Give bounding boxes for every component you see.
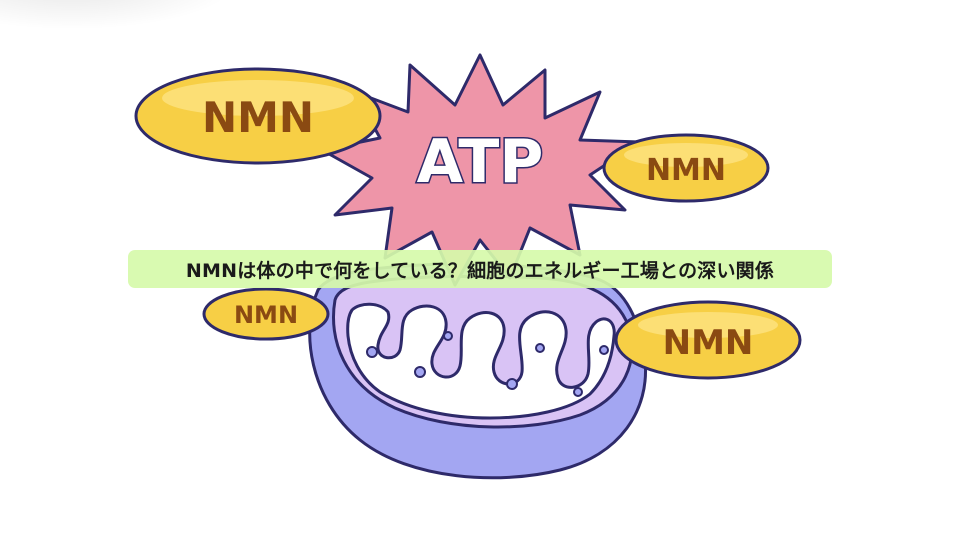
nmn-capsule-top-left: NMN [134, 67, 382, 165]
capsule-label: NMN [646, 153, 726, 188]
capsule-highlight [162, 80, 354, 116]
cristae [346, 302, 616, 420]
nmn-capsule-left: NMN [202, 287, 330, 341]
matrix-granules [366, 331, 609, 397]
title-banner: NMNは体の中で何をしている？細胞のエネルギー工場との深い関係 [128, 250, 832, 288]
corner-shadow [0, 0, 240, 30]
capsule-label: NMN [663, 323, 754, 363]
atp-label: ATP [417, 127, 544, 197]
nmn-capsule-bottom-right: NMN [614, 300, 802, 380]
capsule-label: NMN [234, 301, 298, 329]
mitochondria [308, 262, 648, 480]
capsule-label: NMN [202, 93, 314, 142]
capsule-body [202, 287, 330, 341]
capsule-highlight [624, 143, 748, 167]
nmn-capsule-top-right: NMN [602, 133, 770, 203]
atp-starburst: ATP [320, 53, 642, 287]
capsule-highlight [638, 312, 778, 338]
page-title: NMNは体の中で何をしている？細胞のエネルギー工場との深い関係 [185, 259, 775, 282]
